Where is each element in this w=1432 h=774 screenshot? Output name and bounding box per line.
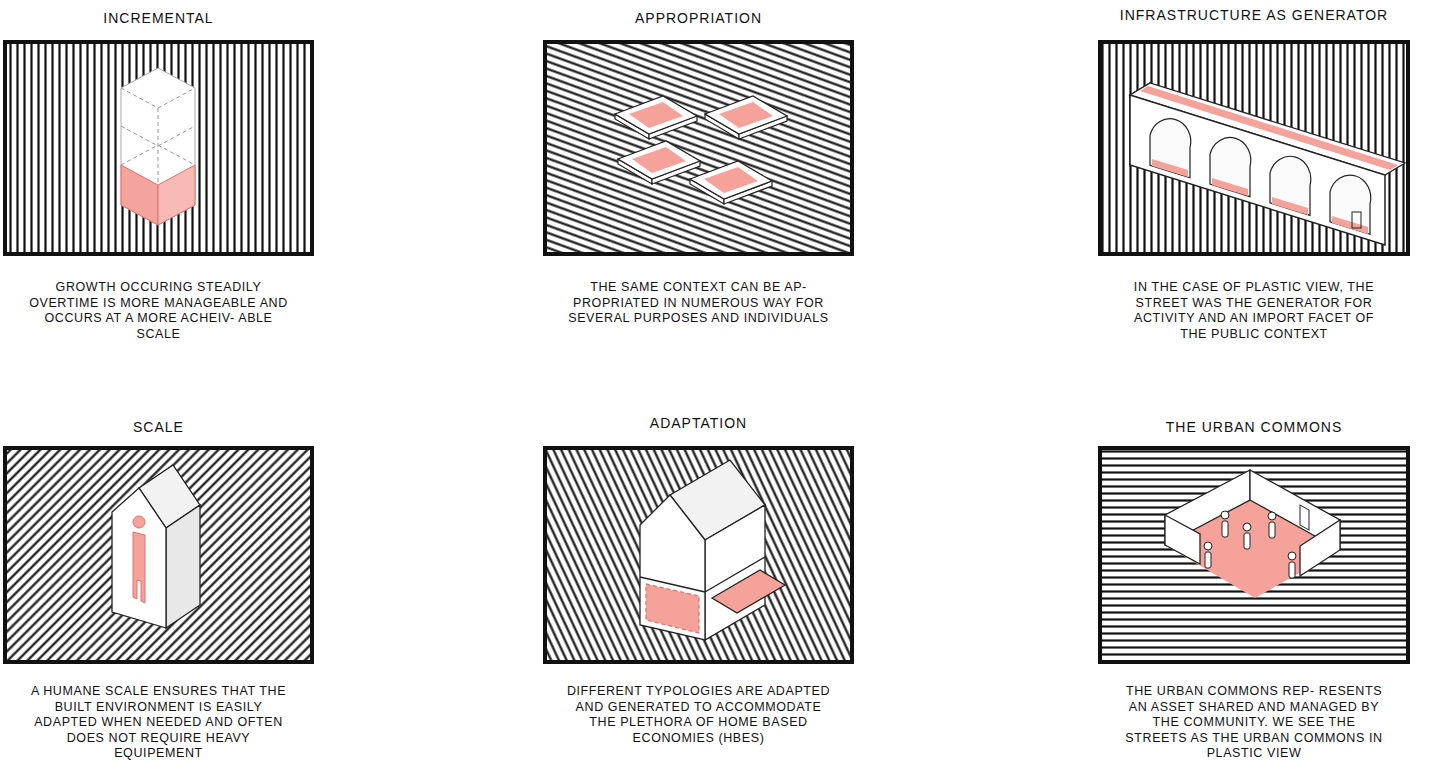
hatched-frame: [1100, 42, 1408, 254]
hatched-frame: [1100, 448, 1408, 662]
hatched-frame: [545, 42, 852, 254]
incremental-prism: [121, 68, 195, 225]
appropriation-plates: [615, 96, 787, 204]
adaptation-house: [712, 570, 785, 613]
scale-house: [166, 505, 200, 628]
urban-commons-court: [1269, 522, 1275, 538]
panel-title: INFRASTRUCTURE AS GENERATOR: [1100, 6, 1408, 24]
panel-title: ADAPTATION: [545, 414, 852, 432]
arcade-infrastructure: [1212, 178, 1248, 196]
urban-commons-court: [1204, 542, 1212, 550]
incremental-prism: [121, 165, 158, 225]
urban-commons-court: [1300, 520, 1340, 576]
incremental-prism: [158, 165, 195, 225]
incremental-prism: [121, 68, 195, 225]
hatched-frame: [5, 448, 312, 662]
panel-title: APPROPRIATION: [545, 9, 852, 27]
hatched-frame: [5, 42, 1408, 662]
incremental-prism: [121, 145, 195, 165]
incremental-prism: [121, 88, 195, 108]
arcade-infrastructure: [1150, 119, 1371, 235]
arcade-infrastructure: [1210, 137, 1251, 196]
scale-house: [133, 516, 145, 528]
arcade-infrastructure: [1330, 175, 1371, 234]
arcade-infrastructure: [1270, 156, 1311, 215]
arcade-infrastructure: [1130, 95, 1385, 245]
adaptation-house: [640, 495, 705, 640]
urban-commons-court: [1268, 512, 1276, 520]
scale-house: [133, 532, 145, 603]
concept-panel: THE URBAN COMMONS THE URBAN COMMONS REP- …: [1100, 418, 1408, 764]
incremental-prism: [158, 108, 159, 185]
panel-title: THE URBAN COMMONS: [1100, 418, 1408, 436]
urban-commons-court: [1288, 552, 1296, 560]
panel-caption: IN THE CASE OF PLASTIC VIEW, THE STREET …: [1120, 280, 1388, 342]
concept-panel: INFRASTRUCTURE AS GENERATOR IN THE CASE O…: [1100, 6, 1408, 360]
urban-commons-court: [1165, 470, 1340, 598]
arcade-infrastructure: [1272, 197, 1308, 215]
hatched-frame: [5, 42, 312, 254]
concept-panel: SCALE A HUMANE SCALE ENSURES THAT THE BUI…: [5, 418, 312, 764]
hatched-frame: [545, 448, 852, 662]
urban-commons-court: [1204, 511, 1296, 578]
scale-house: [112, 488, 166, 628]
appropriation-plates: [705, 96, 787, 139]
arcade-infrastructure: [1150, 119, 1191, 178]
panel-title: INCREMENTAL: [5, 9, 312, 27]
urban-commons-court: [1300, 505, 1309, 530]
panel-caption: THE SAME CONTEXT CAN BE AP- PROPRIATED I…: [565, 280, 832, 327]
urban-commons-court: [1222, 521, 1228, 537]
urban-commons-court: [1221, 511, 1229, 519]
concept-panel: INCREMENTAL GROWTH OCCURING STEADILY OVER…: [5, 9, 312, 360]
adaptation-house: [646, 584, 699, 633]
urban-commons-court: [1243, 523, 1251, 531]
panel-title: SCALE: [5, 418, 312, 436]
appropriation-plates: [618, 141, 700, 184]
arcade-infrastructure: [1130, 83, 1405, 245]
urban-commons-court: [1289, 562, 1295, 578]
panel-caption: DIFFERENT TYPOLOGIES ARE ADAPTED AND GEN…: [565, 684, 832, 746]
concept-panel: APPROPRIATION THE SAME CONTEXT CAN BE AP-…: [545, 9, 852, 360]
arcade-infrastructure: [1152, 159, 1188, 177]
concept-panel: ADAPTATION DIFFERENT TYPOLOGIES ARE ADAPT…: [545, 414, 852, 764]
urban-commons-court: [1205, 552, 1211, 568]
urban-commons-court: [1165, 515, 1200, 564]
urban-commons-court: [1244, 533, 1250, 549]
panel-caption: THE URBAN COMMONS REP- RESENTS AN ASSET …: [1120, 684, 1388, 762]
panel-caption: A HUMANE SCALE ENSURES THAT THE BUILT EN…: [25, 684, 292, 762]
arcade-infrastructure: [1352, 212, 1361, 228]
appropriation-plates: [690, 161, 772, 204]
adaptation-house: [640, 460, 785, 640]
panel-caption: GROWTH OCCURING STEADILY OVERTIME IS MOR…: [25, 280, 292, 342]
arcade-infrastructure: [1332, 216, 1368, 234]
scale-house: [112, 465, 200, 628]
appropriation-plates: [615, 96, 697, 139]
